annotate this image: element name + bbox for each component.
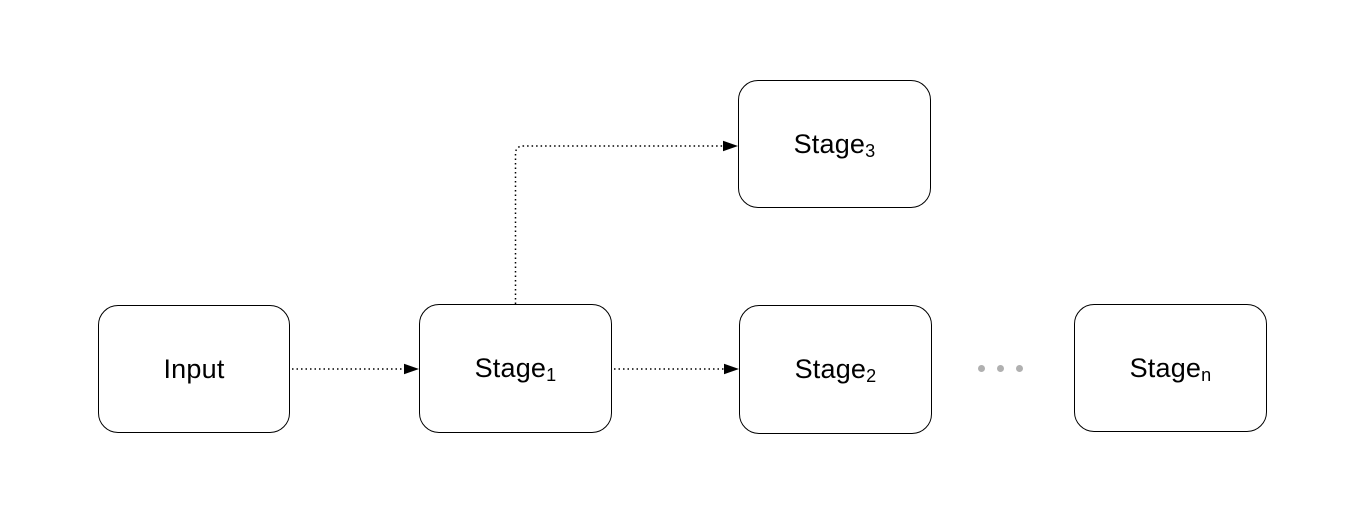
node-stage3: Stage3 [738,80,931,208]
edge-stage1-to-stage3-arrowhead-icon [723,140,738,152]
node-stage2-subscript: 2 [866,365,877,386]
node-stage2: Stage2 [739,305,932,434]
node-input: Input [98,305,290,433]
node-stage3-subscript: 3 [865,140,876,161]
ellipsis [978,365,1023,372]
ellipsis-dot [978,365,985,372]
node-stage1-subscript: 1 [546,364,557,385]
node-stagen: Stagen [1074,304,1267,432]
node-stagen-subscript: n [1201,364,1212,385]
edge-stage1-to-stage2-arrowhead-icon [724,363,739,375]
node-stage1: Stage1 [419,304,612,433]
edge-input-to-stage1-arrowhead-icon [404,363,419,375]
edge-stage1-to-stage3 [514,145,723,304]
node-stage3-label: Stage3 [793,128,876,161]
node-input-label: Input [163,353,225,384]
node-stage1-label: Stage1 [474,353,557,385]
ellipsis-dot [997,365,1004,372]
node-stage2-label: Stage2 [794,354,877,386]
node-stagen-label: Stagen [1129,352,1212,385]
ellipsis-dot [1016,365,1023,372]
